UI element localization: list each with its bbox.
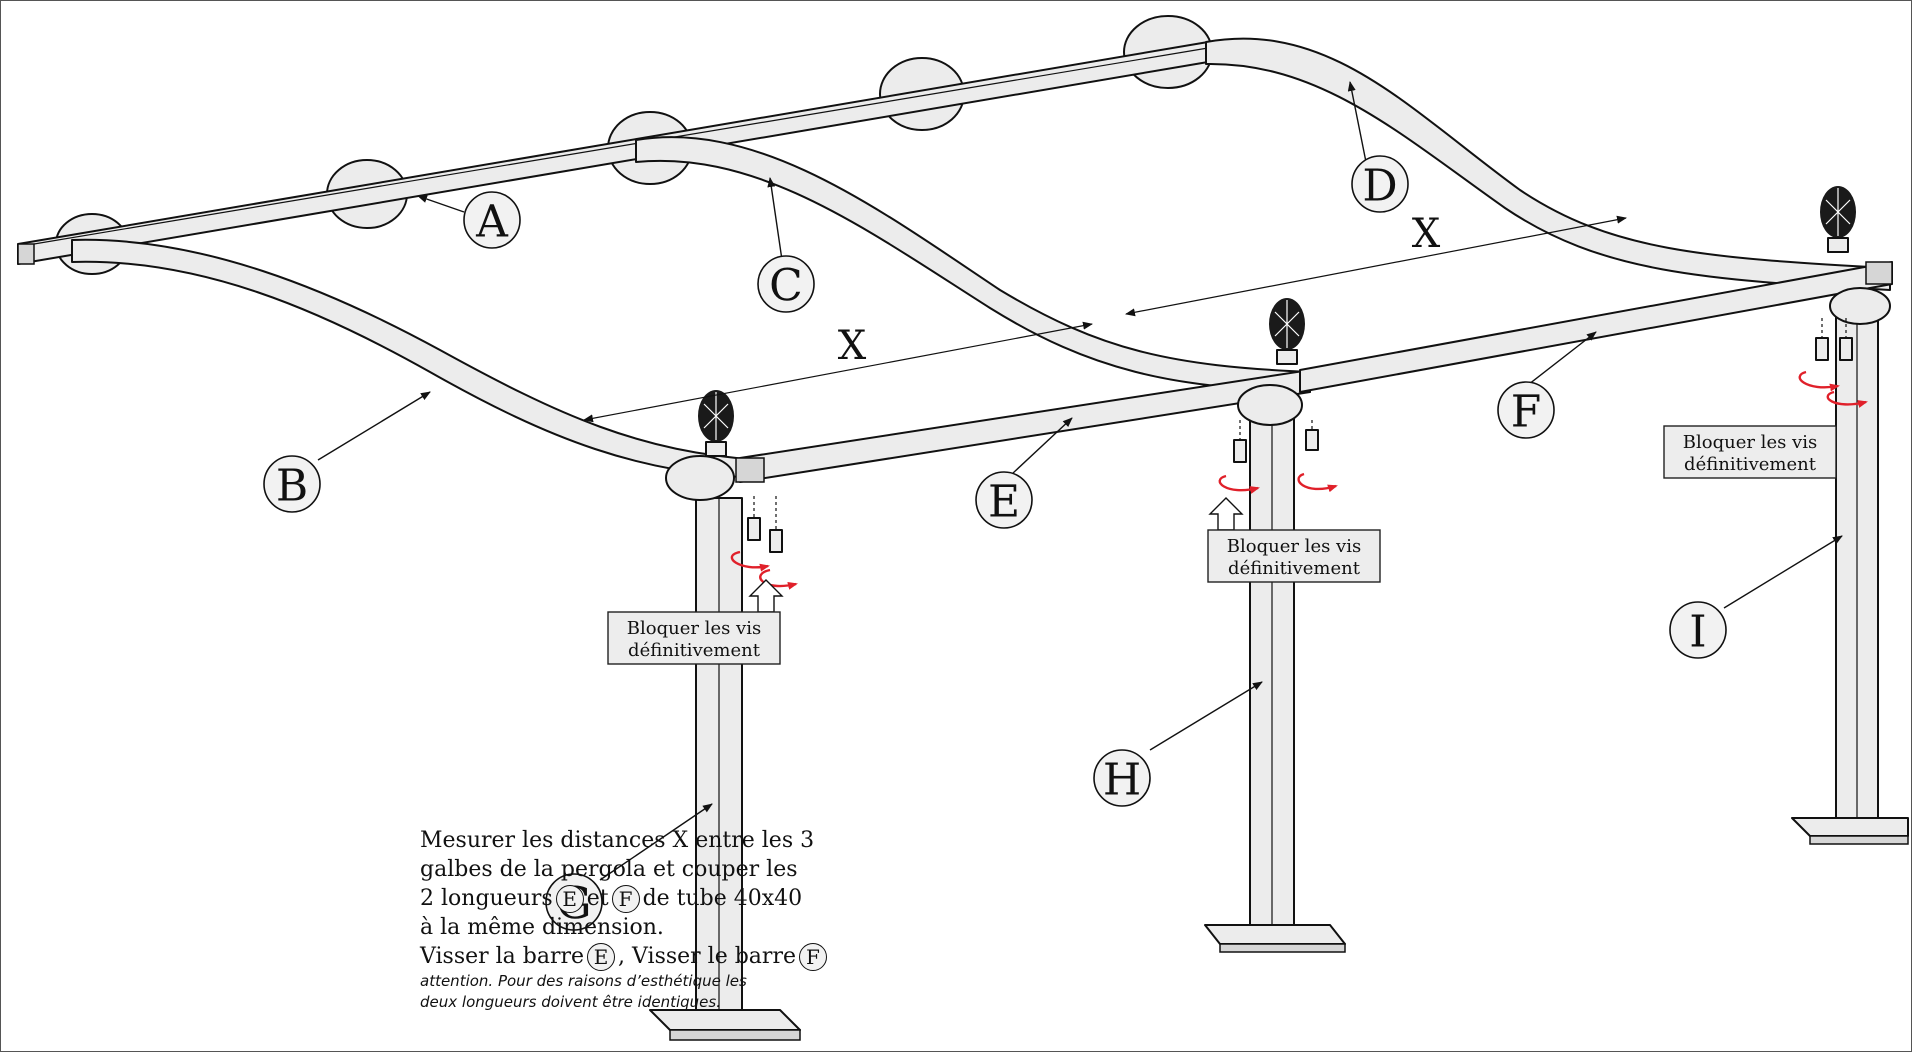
note-box-middle: Bloquer les vis définitivement <box>1207 529 1381 583</box>
svg-text:définitivement: définitivement <box>1684 454 1817 475</box>
finial-right <box>1820 186 1856 253</box>
screws-right <box>1798 318 1868 408</box>
instruction-line-5b: , Visser le barre <box>618 944 796 969</box>
svg-text:F: F <box>1511 387 1542 438</box>
leader-lines <box>317 81 1843 881</box>
instruction-note-1: attention. Pour des raisons d’esthétique… <box>420 972 747 990</box>
svg-text:définitivement: définitivement <box>628 640 761 661</box>
part-label-h: H <box>1093 749 1151 807</box>
instruction-text: Mesurer les distances X entre les 3 galb… <box>420 826 840 1013</box>
note-arrow-middle <box>1208 497 1244 531</box>
note-box-front: Bloquer les vis définitivement <box>607 611 781 665</box>
finial-front <box>698 390 734 457</box>
svg-text:A: A <box>475 197 509 248</box>
instruction-line-5a: Visser la barre <box>420 944 585 969</box>
svg-text:Bloquer les vis: Bloquer les vis <box>1227 536 1361 557</box>
svg-text:I: I <box>1689 607 1706 658</box>
dimension-x-back: X <box>1412 211 1441 257</box>
instruction-line-3: 2 longueurs E et F de tube 40x40 <box>420 884 840 913</box>
inline-label-e: E <box>555 884 584 913</box>
note-arrow-front <box>748 579 784 613</box>
instruction-line-1: Mesurer les distances X entre les 3 <box>420 828 815 853</box>
dimension-x-front: X <box>838 323 867 369</box>
instruction-line-2: galbes de la pergola et couper les <box>420 857 798 882</box>
instruction-note-2: deux longueurs doivent être identiques. <box>420 993 721 1011</box>
inline-label-f-2: F <box>798 942 827 971</box>
arc-b <box>71 238 761 479</box>
svg-text:C: C <box>769 261 803 312</box>
part-label-c: C <box>757 255 815 313</box>
arc-d <box>1205 37 1891 291</box>
beam-f <box>1299 261 1893 393</box>
svg-text:H: H <box>1103 755 1141 806</box>
svg-text:D: D <box>1362 161 1397 212</box>
post-h <box>1204 384 1346 953</box>
part-label-e: E <box>975 471 1033 529</box>
note-box-right: Bloquer les vis définitivement <box>1663 425 1837 479</box>
instruction-line-3c: de tube 40x40 <box>642 886 803 911</box>
inline-label-e-2: E <box>587 942 616 971</box>
dimension-line-back <box>1125 215 1627 317</box>
inline-label-f: F <box>611 884 640 913</box>
dimension-line-front <box>583 321 1093 423</box>
arc-c <box>635 136 1311 393</box>
part-label-f: F <box>1497 381 1555 439</box>
part-label-a: A <box>463 191 521 249</box>
part-label-d: D <box>1351 155 1409 213</box>
post-i <box>1791 287 1909 845</box>
beam-e <box>735 369 1311 483</box>
svg-text:définitivement: définitivement <box>1228 558 1361 579</box>
part-label-b: B <box>263 455 321 513</box>
beam-a <box>17 41 1209 265</box>
screws-middle <box>1218 420 1338 494</box>
instruction-line-3a: 2 longueurs <box>420 886 553 911</box>
svg-text:Bloquer les vis: Bloquer les vis <box>627 618 761 639</box>
svg-text:E: E <box>988 477 1020 528</box>
svg-text:Bloquer les vis: Bloquer les vis <box>1683 432 1817 453</box>
svg-text:B: B <box>276 461 308 512</box>
part-label-i: I <box>1669 601 1727 659</box>
instruction-line-3b: et <box>586 886 609 911</box>
instruction-line-5: Visser la barre E , Visser le barre F <box>420 942 840 971</box>
screws-front <box>730 496 798 590</box>
finial-middle <box>1269 298 1305 365</box>
instruction-line-4: à la même dimension. <box>420 915 664 940</box>
